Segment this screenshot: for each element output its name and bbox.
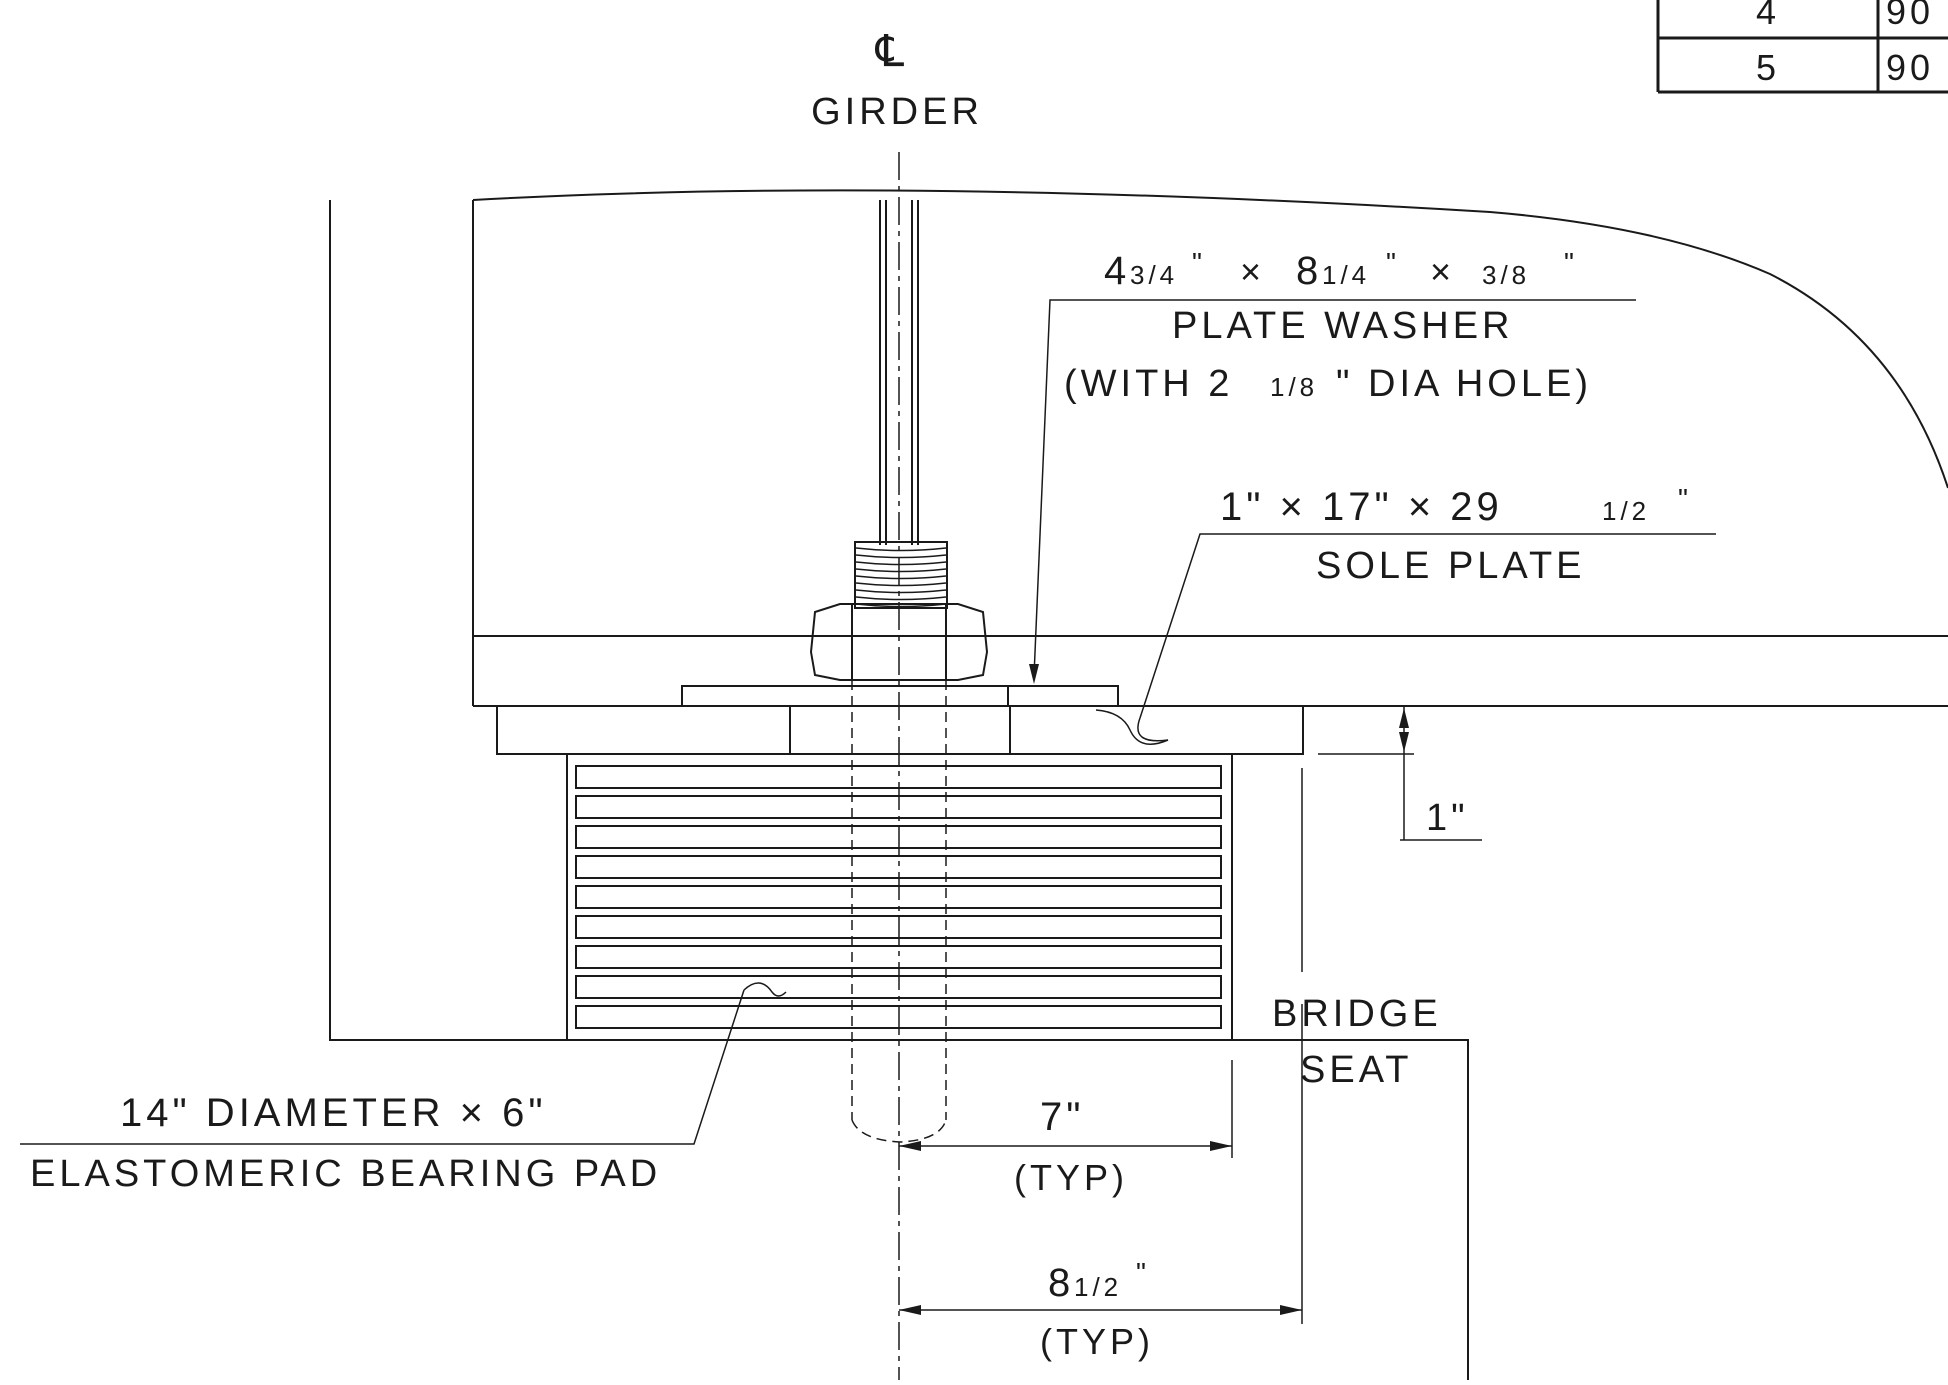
pad-lamination <box>575 1005 1222 1029</box>
pad-lamination <box>575 915 1222 939</box>
pad-lamination <box>575 765 1222 789</box>
bearing-pad-line1: 14" DIAMETER × 6" <box>120 1091 547 1135</box>
plate-washer-x-1: × <box>1240 251 1265 292</box>
pad-lamination <box>575 855 1222 879</box>
table-row-1-col-2: 90 <box>1886 0 1934 32</box>
dimension-7in-note: (TYP) <box>1014 1157 1128 1198</box>
plate-washer-dim-a-frac: 3/4 <box>1130 260 1178 290</box>
dimension-7in: 7" (TYP) <box>899 1060 1233 1198</box>
plate-washer <box>681 685 1119 707</box>
sole-plate-frac: 1/2 <box>1602 496 1650 526</box>
sole-plate-leader <box>1139 533 1716 719</box>
pad-lamination <box>575 945 1222 969</box>
sole-plate-callout: 1" × 17" × 29 1/2 " SOLE PLATE <box>1220 483 1692 587</box>
bridge-seat-line1: BRIDGE <box>1272 993 1442 1035</box>
table-row-2-col-1: 5 <box>1756 47 1780 88</box>
thickness-dimension: 1" <box>1318 706 1482 841</box>
dimension-8half: 8 1/2 " (TYP) <box>899 1004 1303 1362</box>
table-row-1-col-1: 4 <box>1756 0 1780 32</box>
pad-lamination <box>575 825 1222 849</box>
pad-lamination <box>575 795 1222 819</box>
sole-plate-inch: " <box>1678 483 1692 514</box>
anchor-bolt <box>809 200 989 681</box>
plate-washer-hole-frac: 1/8 <box>1270 372 1318 402</box>
bearing-pad-line2: ELASTOMERIC BEARING PAD <box>30 1153 661 1195</box>
elastomeric-bearing-pad <box>566 753 1233 1041</box>
sole-plate <box>496 705 1304 755</box>
schedule-table: 4 90 5 90 <box>1656 0 1948 94</box>
plate-washer-inch-3: " <box>1564 247 1578 278</box>
bridge-seat-line2: SEAT <box>1300 1049 1412 1091</box>
dimension-8half-note: (TYP) <box>1040 1321 1154 1362</box>
plate-washer-inch-2: " <box>1386 247 1400 278</box>
bearing-pad-leader <box>20 989 745 1145</box>
girder-outline <box>472 189 1948 489</box>
centerline-label: GIRDER <box>811 91 983 133</box>
pad-lamination <box>575 975 1222 999</box>
dimension-8half-whole: 8 <box>1048 1261 1074 1305</box>
plate-washer-hole-suffix: " DIA HOLE) <box>1336 363 1592 405</box>
plate-washer-dim-a: 4 <box>1104 249 1130 293</box>
plate-washer-x-2: × <box>1430 251 1455 292</box>
plate-washer-leader <box>1033 299 1636 677</box>
plate-washer-dim-c-frac: 3/8 <box>1482 260 1530 290</box>
plate-washer-dim-b-frac: 1/4 <box>1322 260 1370 290</box>
dimension-7in-value: 7" <box>1040 1095 1084 1139</box>
hex-nut <box>809 603 989 681</box>
plate-washer-dim-b: 8 <box>1296 249 1322 293</box>
plate-washer-hole-prefix: (WITH 2 <box>1064 363 1233 405</box>
table-row-2-col-2: 90 <box>1886 47 1934 88</box>
dimension-8half-inch: " <box>1136 1257 1150 1288</box>
pad-lamination <box>575 885 1222 909</box>
plate-washer-name: PLATE WASHER <box>1172 305 1514 347</box>
thickness-label: 1" <box>1426 797 1469 839</box>
centerline-symbol: ℄ <box>875 27 908 76</box>
plate-washer-inch-1: " <box>1192 247 1206 278</box>
sole-plate-name: SOLE PLATE <box>1316 545 1586 587</box>
dimension-8half-frac: 1/2 <box>1074 1272 1122 1302</box>
plate-washer-callout: 4 3/4 " × 8 1/4 " × 3/8 " PLATE WASHER (… <box>1064 247 1592 405</box>
sole-plate-dims: 1" × 17" × 29 <box>1220 485 1503 529</box>
